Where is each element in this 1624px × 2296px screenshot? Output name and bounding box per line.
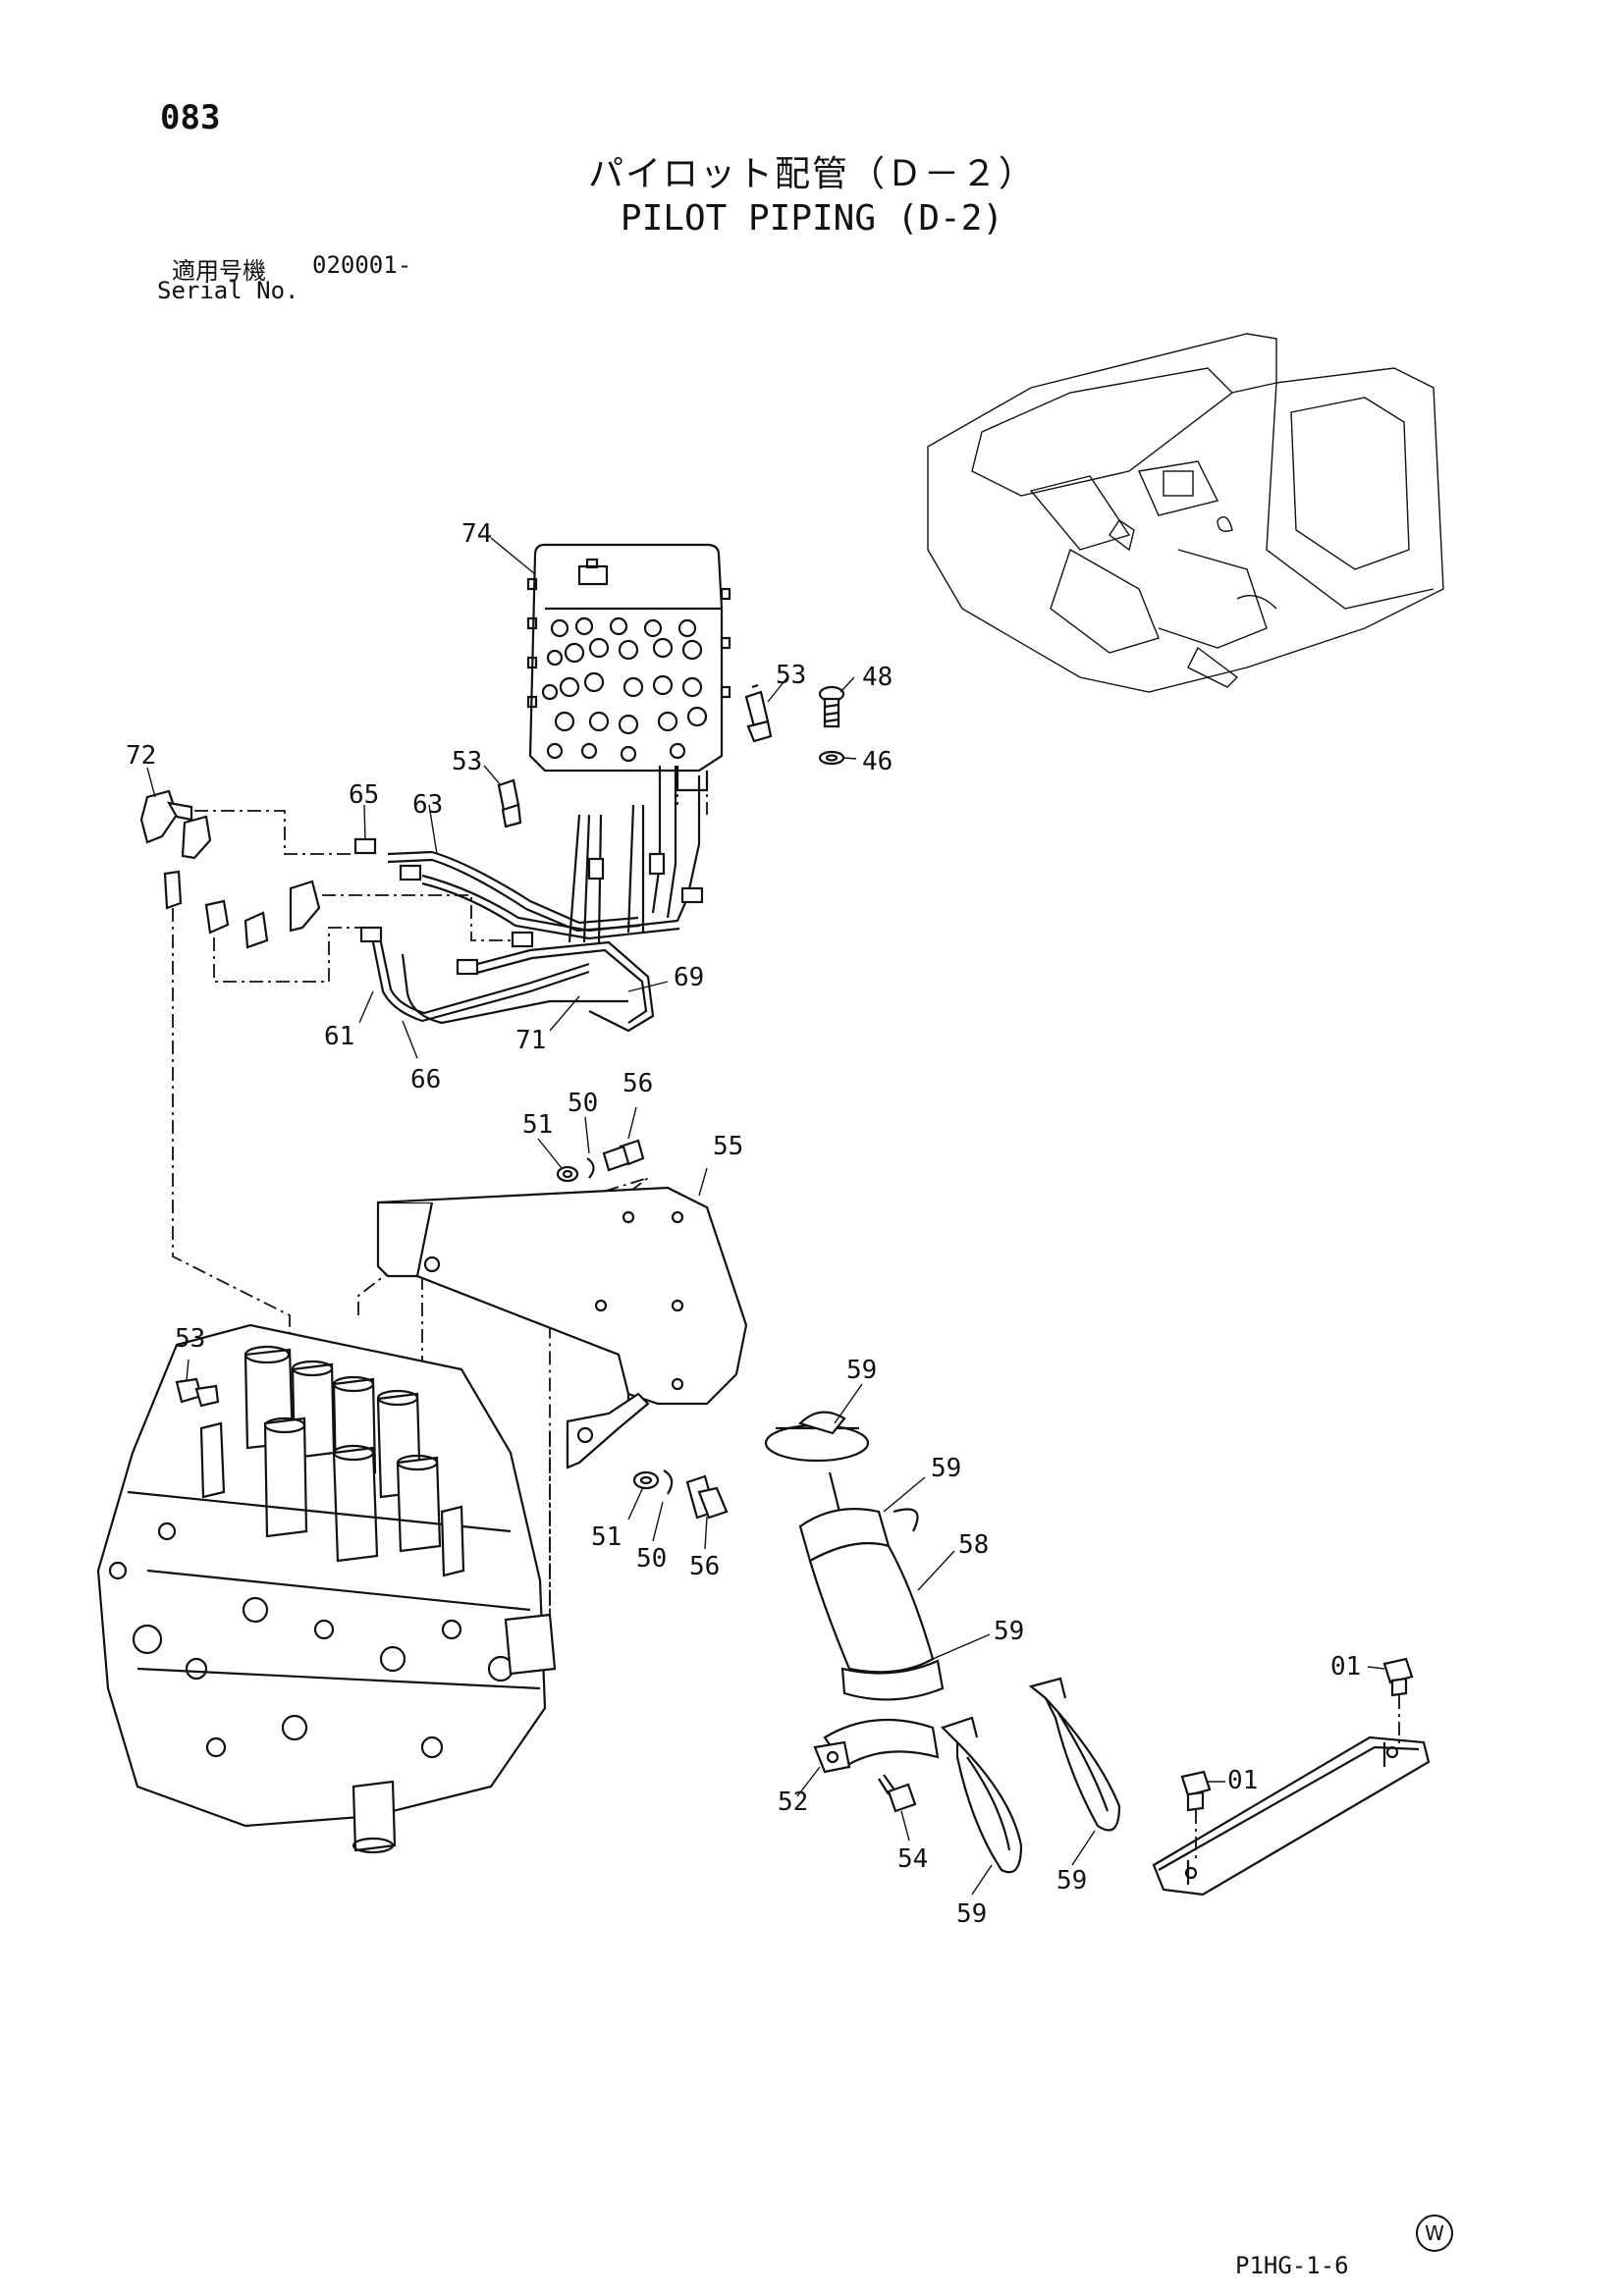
pilot-valve-block <box>526 543 731 792</box>
fitting-53-middle <box>497 778 522 828</box>
fitting-53-upper <box>744 683 773 743</box>
serial-label-japanese: 適用号機 <box>172 257 266 285</box>
bolt-01-lower <box>1180 1770 1212 1860</box>
callout-labels: 74 53 48 46 72 53 65 63 69 61 71 66 51 5… <box>126 519 1361 1929</box>
callout-46: 46 <box>862 747 893 776</box>
callout-54: 54 <box>897 1844 928 1874</box>
bracket-55 <box>376 1186 748 1469</box>
page-title-english: PILOT PIPING (D-2) <box>620 198 1004 239</box>
callout-58: 58 <box>958 1530 989 1560</box>
callout-65: 65 <box>349 780 379 810</box>
callout-74: 74 <box>461 519 492 549</box>
callout-69: 69 <box>674 963 704 992</box>
callout-71: 71 <box>515 1026 546 1055</box>
bolt-01-upper <box>1382 1657 1414 1747</box>
washer-bolt-set-upper <box>556 1139 645 1183</box>
callout-59-duct: 59 <box>994 1617 1024 1646</box>
washer-46 <box>818 750 845 766</box>
callout-53-middle: 53 <box>452 747 482 776</box>
callout-01-upper: 01 <box>1330 1652 1361 1682</box>
band-59-left <box>940 1716 1023 1874</box>
callout-66: 66 <box>410 1065 441 1095</box>
callout-56-upper: 56 <box>623 1069 653 1098</box>
callout-53-upper: 53 <box>776 661 806 690</box>
control-valve-assembly <box>96 1323 557 1854</box>
callout-72: 72 <box>126 741 156 771</box>
callout-53-lower: 53 <box>175 1324 205 1354</box>
serial-label-english: Serial No. <box>157 277 299 304</box>
washer-bolt-set-lower <box>632 1469 729 1520</box>
callout-51-lower: 51 <box>591 1522 622 1552</box>
mounting-bar <box>1152 1735 1431 1896</box>
bolt-54 <box>878 1774 917 1813</box>
page-title-japanese: パイロット配管（Ｄ－２） <box>587 154 1036 194</box>
serial-number-value: 020001- <box>312 251 412 279</box>
band-59-right <box>1028 1677 1121 1832</box>
bolt-48 <box>818 685 845 728</box>
callout-50-upper: 50 <box>568 1089 598 1118</box>
watermark-circle-mark: W <box>1416 2215 1453 2252</box>
callout-50-lower: 50 <box>636 1544 667 1574</box>
page-number: 083 <box>160 98 221 137</box>
machine-overview-illustration <box>927 333 1444 693</box>
callout-55: 55 <box>713 1132 743 1161</box>
duct-cap-59 <box>764 1411 870 1463</box>
callout-01-lower: 01 <box>1227 1766 1258 1795</box>
callout-59-cap: 59 <box>846 1356 877 1385</box>
callout-63: 63 <box>412 790 443 820</box>
callout-59-top: 59 <box>931 1454 961 1483</box>
clamp-52 <box>813 1718 940 1774</box>
callout-leader-lines <box>146 537 1385 1896</box>
callout-61: 61 <box>324 1022 354 1051</box>
elbow-fittings-72 <box>139 789 321 949</box>
callout-56-lower: 56 <box>689 1552 720 1581</box>
fitting-53-lower <box>175 1377 220 1408</box>
pilot-pipe-bundle <box>353 766 704 1033</box>
callout-52: 52 <box>778 1788 808 1817</box>
callout-48: 48 <box>862 663 893 692</box>
document-code: P1HG-1-6 <box>1235 2252 1349 2279</box>
callout-51-upper: 51 <box>522 1110 553 1140</box>
callout-59-band-right: 59 <box>1056 1866 1087 1896</box>
callout-59-band-left: 59 <box>956 1899 987 1929</box>
